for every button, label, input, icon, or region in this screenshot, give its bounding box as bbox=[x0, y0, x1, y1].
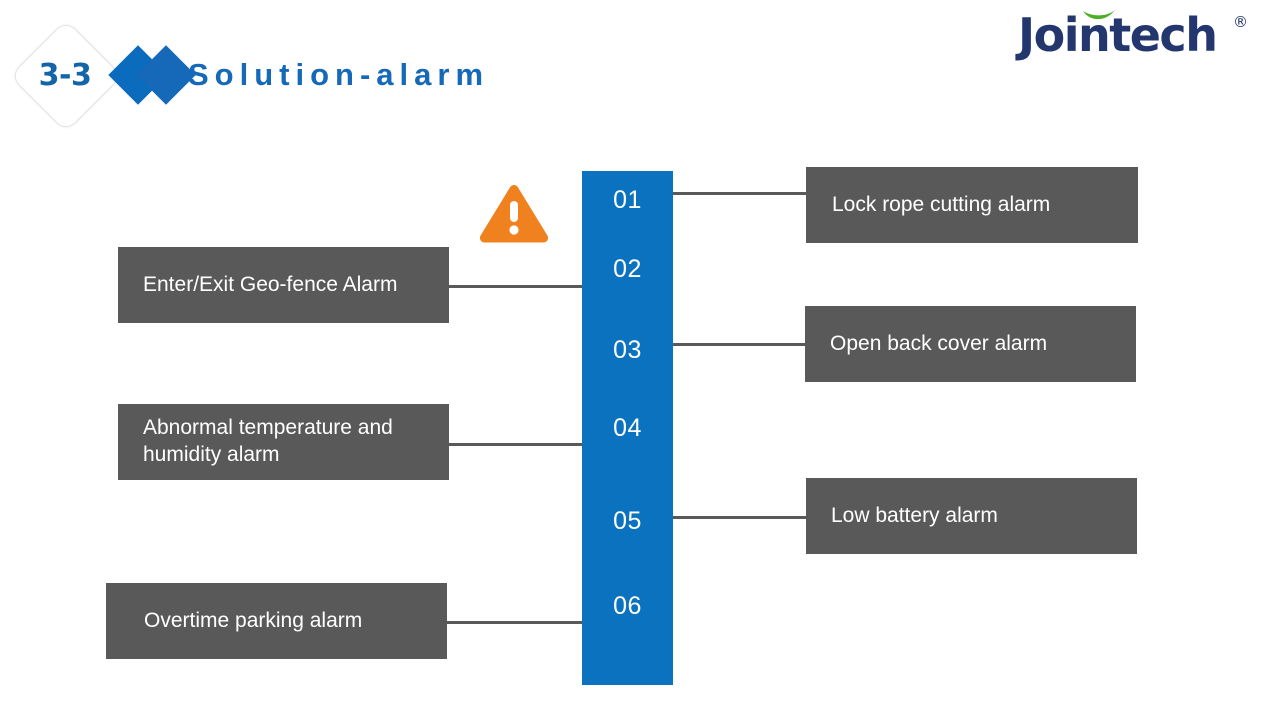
step-number-06[interactable]: 06 bbox=[613, 592, 642, 620]
connector-line-06 bbox=[447, 621, 583, 624]
connector-line-05 bbox=[673, 516, 806, 519]
step-number-02[interactable]: 02 bbox=[613, 255, 642, 283]
step-number-04[interactable]: 04 bbox=[613, 414, 642, 442]
step-column: 01 02 03 04 05 06 bbox=[582, 171, 673, 685]
warning-triangle-icon bbox=[479, 184, 549, 243]
registered-trademark-symbol: ® bbox=[1233, 13, 1248, 31]
brand-logo: Jointech ® bbox=[1018, 6, 1250, 64]
section-badge-label: 3-3 bbox=[38, 57, 92, 93]
alarm-box-open-back-cover[interactable]: Open back cover alarm bbox=[805, 306, 1136, 382]
alarm-label: Enter/Exit Geo-fence Alarm bbox=[143, 272, 398, 296]
connector-line-03 bbox=[673, 343, 806, 346]
alarm-label: Open back cover alarm bbox=[830, 331, 1048, 355]
green-swoosh-icon bbox=[1083, 10, 1115, 20]
step-number-05[interactable]: 05 bbox=[613, 507, 642, 535]
page-title: Solution-alarm bbox=[188, 57, 490, 92]
connector-line-04 bbox=[449, 443, 583, 446]
alarm-box-lock-rope-cutting[interactable]: Lock rope cutting alarm bbox=[806, 167, 1138, 243]
connector-line-01 bbox=[673, 192, 807, 195]
alarm-label: Low battery alarm bbox=[831, 503, 998, 527]
step-number-03[interactable]: 03 bbox=[613, 336, 642, 364]
brand-wordmark: Jointech bbox=[1018, 8, 1218, 62]
alarm-box-overtime-parking[interactable]: Overtime parking alarm bbox=[106, 583, 447, 659]
alarm-box-geo-fence[interactable]: Enter/Exit Geo-fence Alarm bbox=[118, 247, 449, 323]
alarm-label: Overtime parking alarm bbox=[144, 608, 363, 632]
alarm-label: Abnormal temperature and humidity alarm bbox=[143, 416, 393, 466]
alarm-box-temperature-humidity[interactable]: Abnormal temperature and humidity alarm bbox=[118, 404, 449, 480]
alarm-label: Lock rope cutting alarm bbox=[832, 192, 1051, 216]
slide-header: 3-3 Solution-alarm Jointech ® bbox=[0, 0, 1268, 140]
step-number-01[interactable]: 01 bbox=[613, 186, 642, 214]
connector-line-02 bbox=[449, 285, 583, 288]
alarm-box-low-battery[interactable]: Low battery alarm bbox=[806, 478, 1137, 554]
